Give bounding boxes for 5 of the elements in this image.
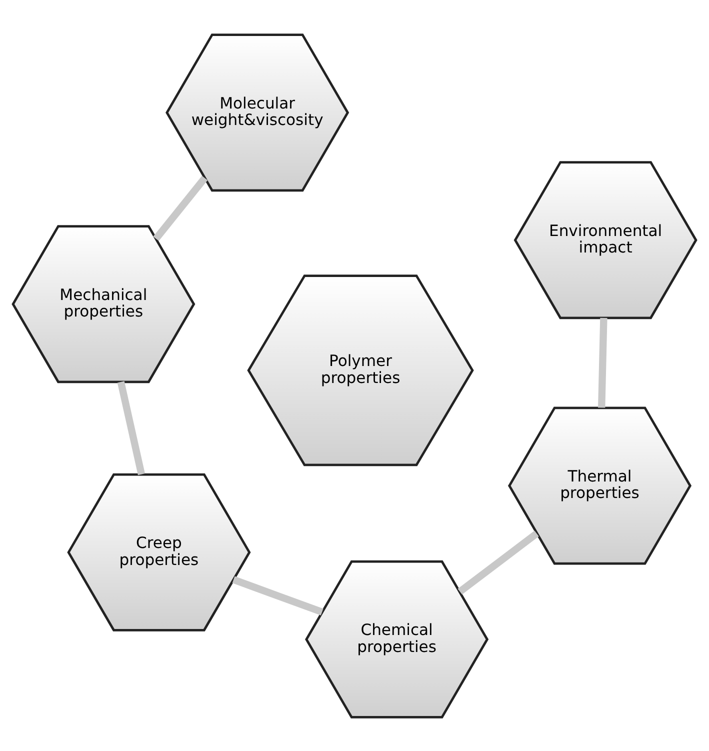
connector	[117, 380, 145, 475]
connector	[598, 317, 608, 408]
connector	[232, 576, 324, 615]
connector	[153, 175, 208, 240]
connector	[458, 530, 539, 594]
